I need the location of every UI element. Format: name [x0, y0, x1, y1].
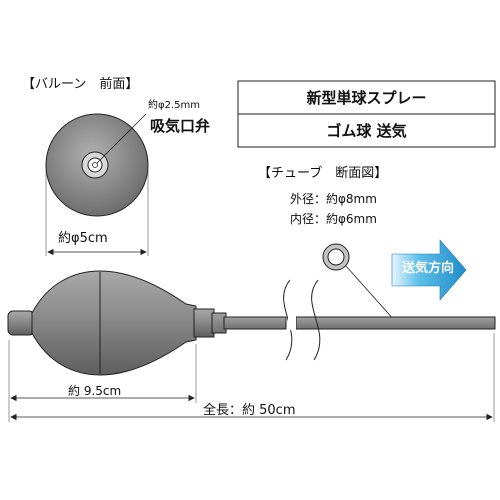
product-box	[237, 80, 496, 148]
tube-inner-diameter: 内径：約φ6mm	[290, 212, 377, 226]
tube-segment-right	[295, 316, 496, 330]
tube-segment-left	[223, 316, 287, 330]
valve-leader-line	[96, 113, 147, 164]
balloon-diameter-label: 約φ5cm	[58, 231, 108, 246]
intake-valve-label: 吸気口弁	[150, 117, 211, 135]
sprayer-side-view	[7, 270, 496, 376]
tube-section-inner	[327, 248, 345, 266]
total-length-label: 全長：約 50cm	[203, 403, 296, 418]
airflow-arrow-shape	[391, 239, 467, 301]
balloon-front-title: 【バルーン 前面】	[22, 77, 139, 92]
balloon-front-view	[45, 113, 149, 256]
tube-cross-section	[322, 243, 396, 322]
valve-hole	[92, 162, 98, 168]
bulb-length-label: 約 9.5cm	[68, 384, 122, 398]
tube-break-gap	[288, 316, 296, 330]
rubber-bulb	[31, 270, 197, 376]
tube-break-mark-left	[283, 279, 293, 361]
product-name-label: 新型単球スプレー	[306, 89, 427, 107]
valve-size-label: 約φ2.5mm	[148, 100, 200, 111]
product-type-label: ゴム球 送気	[326, 122, 407, 140]
length-dimensions	[8, 333, 495, 422]
tube-section-leader	[345, 265, 396, 322]
bulb-outlet-neck	[193, 308, 215, 338]
tube-section-title: 【チューブ 断面図】	[258, 166, 388, 181]
bulb-inlet-nozzle	[7, 310, 35, 336]
airflow-direction-label: 送気方向	[402, 261, 455, 276]
tube-outer-diameter: 外径：約φ8mm	[290, 192, 377, 206]
tube-break-mark-right	[311, 279, 321, 361]
airflow-arrow	[391, 239, 467, 301]
